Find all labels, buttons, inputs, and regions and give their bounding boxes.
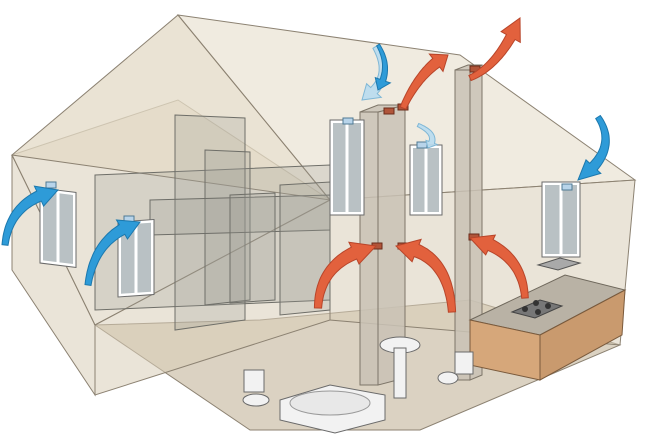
fresh-air-arrow-icon — [374, 43, 392, 91]
window-icon — [409, 144, 443, 216]
fresh-air-arrow-icon — [84, 219, 141, 286]
window-icon — [541, 181, 581, 258]
vent-grille-icon — [416, 141, 428, 149]
fresh-air-arrow-icon — [416, 122, 439, 149]
exhaust-air-arrow-icon — [399, 53, 449, 110]
pedestal-sink-icon — [379, 336, 421, 399]
interior-partitions — [94, 114, 331, 331]
window-icon — [39, 187, 77, 268]
kitchen-sink-icon — [536, 257, 582, 271]
toilet-icon — [437, 351, 474, 385]
toilet-icon — [242, 369, 270, 407]
vent-grille-icon — [561, 183, 573, 191]
vent-grille-icon — [342, 117, 354, 125]
exhaust-air-arrow-icon — [395, 238, 457, 313]
bathtub-icon — [279, 384, 386, 434]
vent-grille-icon — [383, 107, 395, 115]
exhaust-air-arrow-icon — [468, 17, 521, 82]
fresh-air-arrow-icon — [577, 114, 610, 181]
kitchen-counter — [468, 257, 627, 381]
exhaust-air-arrow-icon — [468, 234, 529, 299]
exhaust-air-arrow-icon — [313, 241, 378, 309]
vent-grille-icon — [45, 181, 57, 189]
fresh-air-arrow-icon — [1, 185, 59, 246]
window-icon — [329, 119, 365, 216]
bathroom-fixtures — [242, 336, 474, 434]
